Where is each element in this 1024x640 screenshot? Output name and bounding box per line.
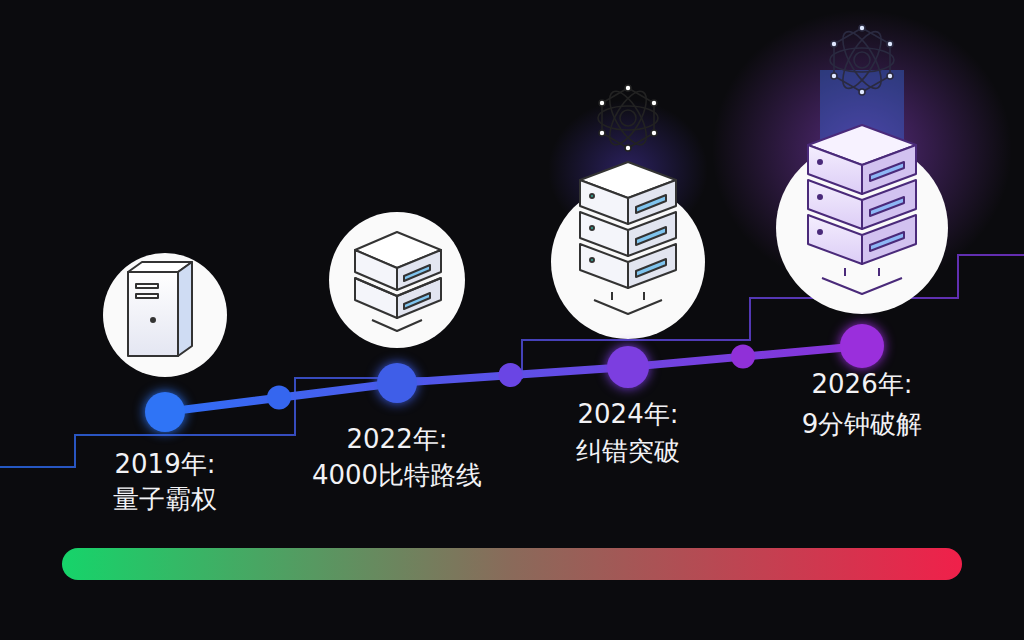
timeline-dot: 2024年:纠错突破 bbox=[607, 346, 649, 388]
milestone-label: 量子霸权 bbox=[113, 484, 217, 515]
timeline-dot: 2019年:量子霸权 bbox=[145, 392, 185, 432]
milestone-label: 4000比特路线 bbox=[312, 460, 482, 491]
year-label: 2022年: bbox=[347, 424, 448, 455]
year-label: 2019年: bbox=[115, 449, 216, 480]
milestone-label: 纠错突破 bbox=[576, 436, 680, 467]
timeline-segment bbox=[649, 348, 840, 365]
minor-dot bbox=[731, 345, 755, 369]
minor-dot bbox=[499, 363, 523, 387]
timeline-dot: 2026年:9分钟破解 bbox=[840, 324, 884, 368]
timeline-segment bbox=[185, 385, 377, 409]
milestone-label: 9分钟破解 bbox=[802, 409, 923, 440]
minor-dot bbox=[267, 386, 291, 410]
year-label: 2026年: bbox=[812, 369, 913, 400]
timeline-segment bbox=[417, 368, 607, 381]
year-label: 2024年: bbox=[578, 399, 679, 430]
timeline-dot: 2022年:4000比特路线 bbox=[377, 363, 417, 403]
